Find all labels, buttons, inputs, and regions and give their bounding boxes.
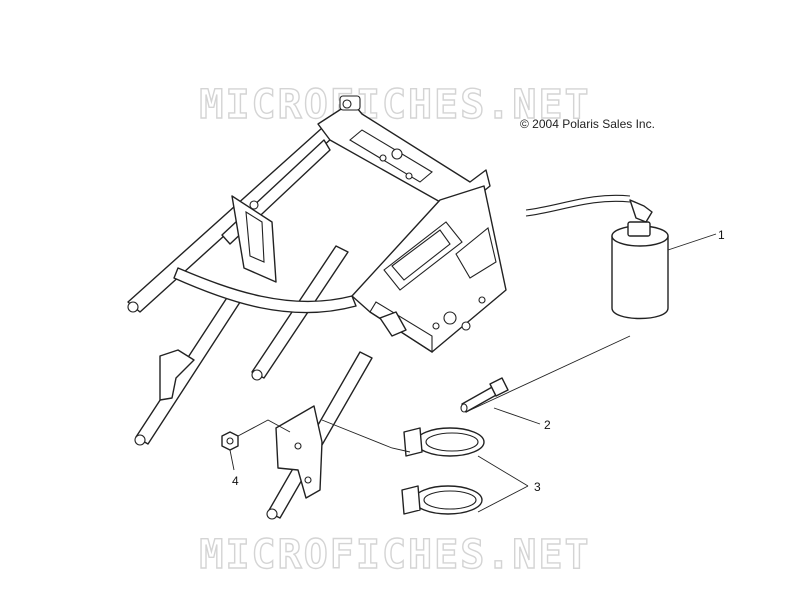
leader-lines bbox=[229, 233, 717, 513]
callout-4: 4 bbox=[232, 474, 239, 488]
callout-1: 1 bbox=[718, 228, 725, 242]
callout-2: 2 bbox=[544, 418, 551, 432]
part-2-bolt bbox=[460, 377, 509, 413]
watermark-bottom: MICROFICHES.NET bbox=[199, 531, 591, 578]
copyright-notice: © 2004 Polaris Sales Inc. bbox=[520, 117, 655, 131]
part-3-clamps bbox=[401, 427, 485, 515]
callout-3: 3 bbox=[534, 480, 541, 494]
part-1-canister bbox=[525, 194, 669, 320]
watermark-top: MICROFICHES.NET bbox=[199, 81, 591, 128]
part-4-nut bbox=[221, 431, 239, 451]
frame-assembly bbox=[127, 95, 507, 520]
